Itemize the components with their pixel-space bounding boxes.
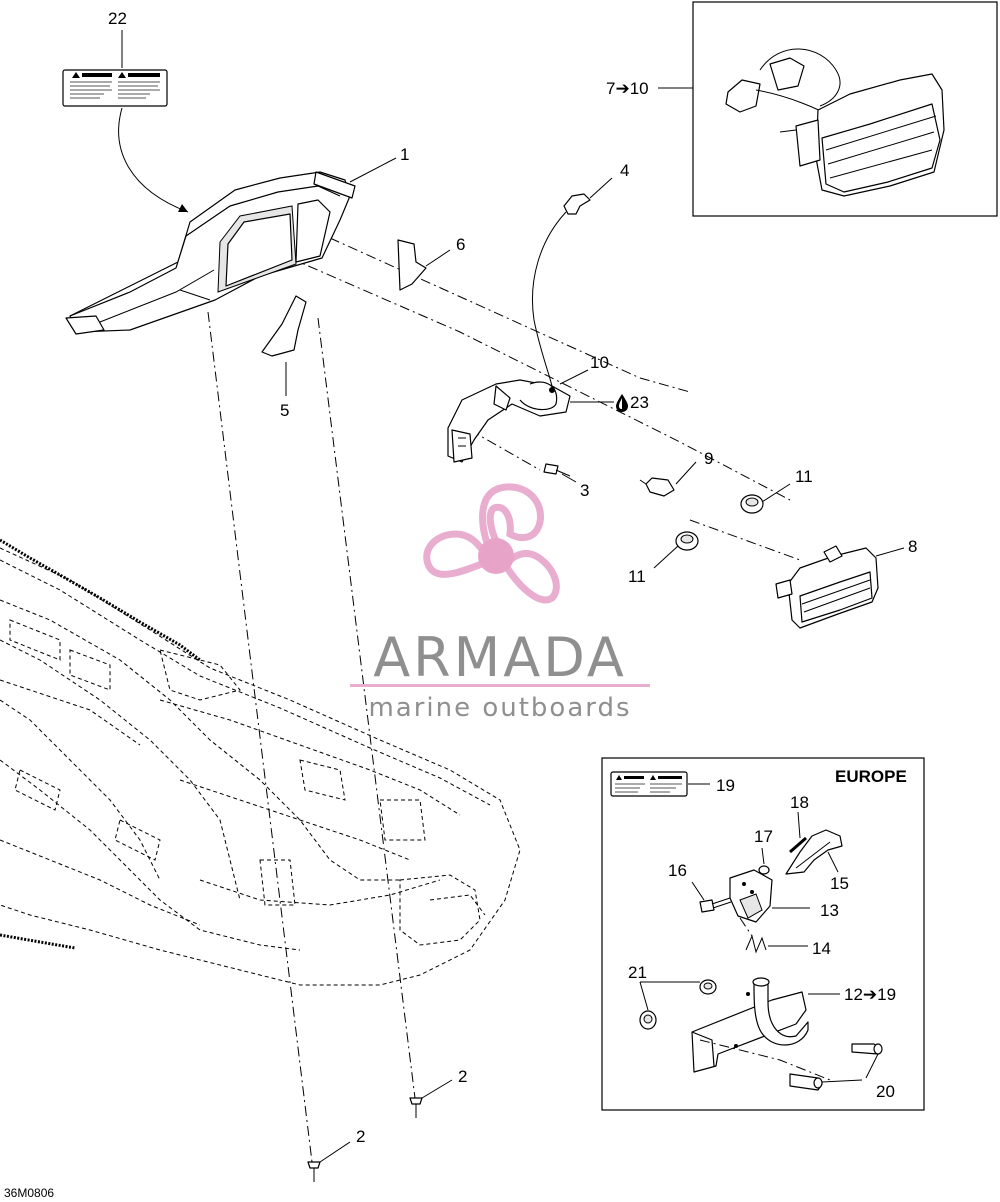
callout-3: 3 [580,481,589,500]
decal-arrow [118,107,189,213]
callout-10: 10 [590,353,609,372]
callout-23: 23 [630,393,649,412]
headlight-assembly-7-10 [725,48,945,197]
callout-4: 4 [620,161,629,180]
propeller-logo-icon [423,483,560,604]
bolt-part-16 [699,897,732,913]
leader-lines [121,30,905,1163]
hitch-pin-part-15 [785,829,843,875]
inset-europe-hitch [601,757,925,1111]
callout-13: 13 [820,901,839,920]
grommet-part-11b [675,531,699,551]
warning-decal-part-22 [62,69,168,107]
callouts: 22 1 4 6 5 7➔10 10 23 3 9 11 11 8 2 2 EU… [108,9,917,1146]
headlight-cover-part-1 [65,171,356,335]
inset-headlight-assembly [692,1,998,217]
callout-9: 9 [704,449,713,468]
callout-18: 18 [790,793,809,812]
latch-body-part-13 [729,869,773,923]
callout-20: 20 [876,1082,895,1101]
document-id: 36M0806 [4,1186,54,1200]
callout-21: 21 [628,963,647,982]
grommet-part-11a [740,494,764,514]
headlight-part-8 [775,545,879,629]
callout-2b: 2 [458,1067,467,1086]
screw-part-3 [543,463,571,477]
watermark-subtitle: marine outboards [368,693,631,723]
pin-part-18 [789,836,807,854]
callout-17: 17 [754,827,773,846]
bolt-part-20b [789,1073,823,1091]
callout-6: 6 [456,235,465,254]
callout-22: 22 [108,9,127,28]
hitch-decal-part-19 [610,771,688,797]
side-panel-part-5 [261,295,307,357]
headlight-bracket-part-10 [447,379,571,463]
washer-part-17 [758,865,770,875]
connector-part-4 [531,193,591,387]
watermark-title: ARMADA [373,626,627,689]
callout-19: 19 [716,776,735,795]
callout-1: 1 [400,145,409,164]
callout-8: 8 [908,537,917,556]
callout-7-10: 7➔10 [606,79,649,98]
callout-11a: 11 [795,467,813,486]
propeller-hub-icon [478,538,514,574]
alignment-lines [207,237,801,1163]
bolt-part-20a [851,1043,883,1055]
chassis-frame [0,538,521,986]
europe-label: EUROPE [835,767,907,786]
bushing-part-21a [699,979,717,995]
drop-icon [616,394,628,412]
spring-part-14 [745,934,767,954]
callout-5: 5 [280,401,289,420]
callout-14: 14 [812,939,831,958]
bushing-part-21b [639,1010,657,1030]
callout-2a: 2 [356,1127,365,1146]
side-panel-part-6 [397,239,427,291]
screw-part-2b [409,1097,423,1118]
screw-part-2a [307,1161,321,1182]
callout-11b: 11 [628,567,646,586]
armada-watermark: ARMADA marine outboards [350,483,650,723]
callout-12-19: 12➔19 [844,985,896,1004]
watermark-rule [350,684,650,687]
hitch-bracket-assembly [691,977,809,1073]
bulb-part-9 [639,477,675,497]
callout-15: 15 [830,874,849,893]
callout-16: 16 [668,861,687,880]
